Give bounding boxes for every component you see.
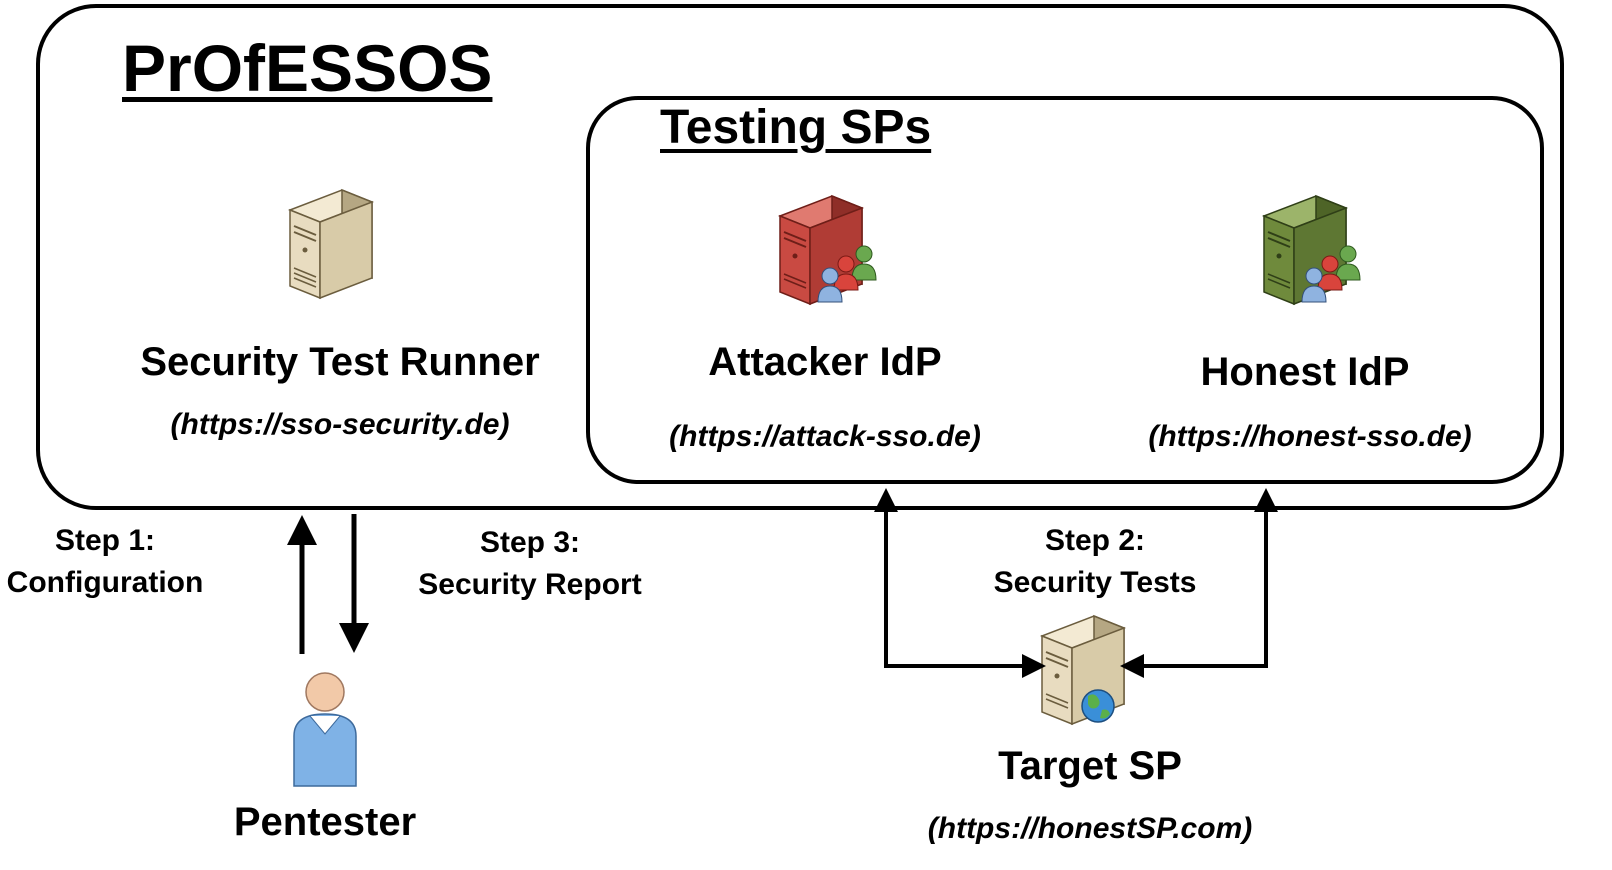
target-server-icon: [1039, 614, 1127, 726]
step1-text: Configuration: [6, 566, 204, 599]
step1-label: Step 1: Configuration: [0, 520, 210, 604]
pentester-label: Pentester: [233, 800, 417, 844]
runner-server-icon: [287, 188, 375, 300]
step1-title: Step 1:: [54, 524, 156, 557]
honest-server-icon: [1261, 194, 1361, 306]
runner-label: Security Test Runner: [140, 340, 540, 384]
testing-sps-title: Testing SPs: [660, 101, 932, 154]
runner-url: (https://sso-security.de): [170, 408, 510, 441]
attacker-server-icon: [777, 194, 877, 306]
attacker-url: (https://attack-sso.de): [669, 420, 981, 453]
step2-label: Step 2: Security Tests: [970, 520, 1220, 604]
professos-title: PrOfESSOS: [122, 31, 493, 105]
target-url: (https://honestSP.com): [927, 812, 1253, 845]
step3-title: Step 3:: [479, 526, 581, 559]
step2-text: Security Tests: [993, 566, 1197, 599]
attacker-label: Attacker IdP: [708, 340, 942, 384]
target-label: Target SP: [998, 744, 1182, 788]
step3-text: Security Report: [418, 568, 642, 601]
professos-container: [36, 4, 1564, 510]
testing-sps-container: [586, 96, 1544, 484]
step3-label: Step 3: Security Report: [400, 522, 660, 606]
honest-url: (https://honest-sso.de): [1148, 420, 1472, 453]
honest-label: Honest IdP: [1200, 350, 1410, 394]
step2-title: Step 2:: [1044, 524, 1146, 557]
pentester-person-icon: [293, 672, 357, 787]
